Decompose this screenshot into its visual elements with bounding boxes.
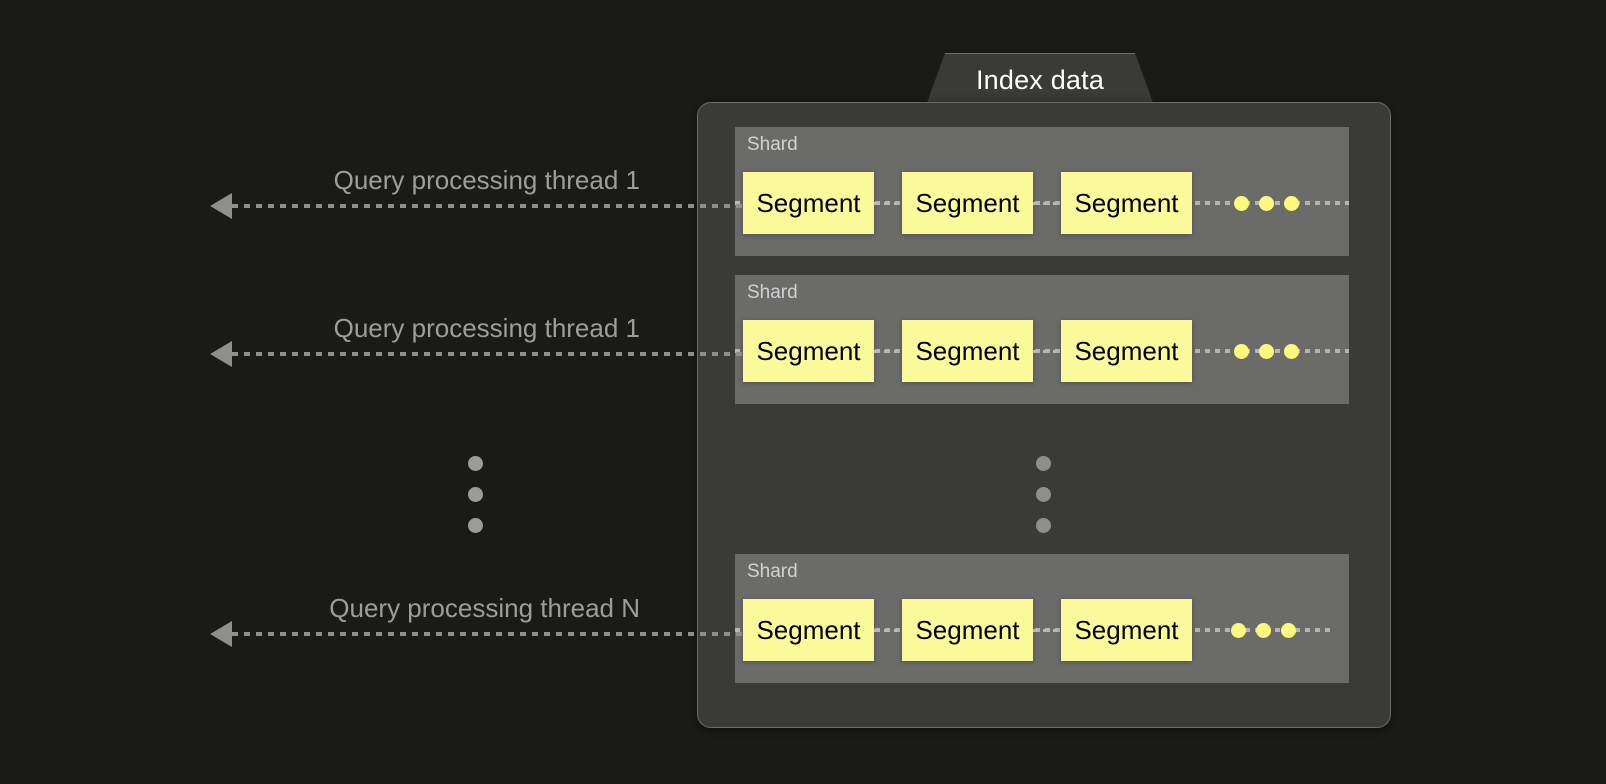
thread-arrow-line-1 bbox=[232, 204, 742, 208]
ellipsis-dot bbox=[468, 487, 483, 502]
ellipsis-dot bbox=[468, 456, 483, 471]
thread-label-1: Query processing thread 1 bbox=[333, 165, 640, 195]
segment-box-2-3: Segment bbox=[1061, 320, 1192, 382]
shard-trailing-dot-2-1 bbox=[1234, 344, 1249, 359]
segment-box-1-2: Segment bbox=[902, 172, 1033, 234]
shard-trailing-dot-3-1 bbox=[1231, 623, 1246, 638]
shard-trailing-dot-1-3 bbox=[1284, 196, 1299, 211]
ellipsis-dot bbox=[1036, 487, 1051, 502]
shard-label-1: Shard bbox=[747, 134, 798, 155]
index-data-tab bbox=[925, 53, 1155, 108]
segment-box-3-3: Segment bbox=[1061, 599, 1192, 661]
shard-box-3: Shard Segment Segment Segment bbox=[735, 554, 1349, 683]
segment-row-3: Segment Segment Segment bbox=[735, 599, 1349, 661]
center-vertical-ellipsis bbox=[1036, 456, 1051, 533]
left-vertical-ellipsis bbox=[468, 456, 483, 533]
thread-arrow-head-1 bbox=[210, 193, 232, 219]
shard-trailing-dot-2-3 bbox=[1284, 344, 1299, 359]
thread-arrow-head-3 bbox=[210, 621, 232, 647]
segment-row-2: Segment Segment Segment bbox=[735, 320, 1349, 382]
ellipsis-dot bbox=[468, 518, 483, 533]
segment-box-3-1: Segment bbox=[743, 599, 874, 661]
shard-box-1: Shard Segment Segment Segment bbox=[735, 127, 1349, 256]
shard-trailing-dot-3-2 bbox=[1256, 623, 1271, 638]
segment-box-2-2: Segment bbox=[902, 320, 1033, 382]
thread-label-2: Query processing thread 1 bbox=[333, 313, 640, 343]
thread-arrow-head-2 bbox=[210, 341, 232, 367]
shard-label-2: Shard bbox=[747, 282, 798, 303]
segment-box-3-2: Segment bbox=[902, 599, 1033, 661]
segment-box-2-1: Segment bbox=[743, 320, 874, 382]
shard-label-3: Shard bbox=[747, 561, 798, 582]
shard-trailing-dot-1-1 bbox=[1234, 196, 1249, 211]
shard-trailing-dot-2-2 bbox=[1259, 344, 1274, 359]
ellipsis-dot bbox=[1036, 456, 1051, 471]
thread-arrow-line-2 bbox=[232, 352, 742, 356]
segment-box-1-3: Segment bbox=[1061, 172, 1192, 234]
index-data-tab-label: Index data bbox=[975, 65, 1105, 95]
shard-trailing-dot-1-2 bbox=[1259, 196, 1274, 211]
shard-trailing-dot-3-3 bbox=[1281, 623, 1296, 638]
segment-row-1: Segment Segment Segment bbox=[735, 172, 1349, 234]
thread-arrow-line-3 bbox=[232, 632, 742, 636]
thread-label-3: Query processing thread N bbox=[329, 593, 640, 623]
segment-box-1-1: Segment bbox=[743, 172, 874, 234]
ellipsis-dot bbox=[1036, 518, 1051, 533]
shard-box-2: Shard Segment Segment Segment bbox=[735, 275, 1349, 404]
